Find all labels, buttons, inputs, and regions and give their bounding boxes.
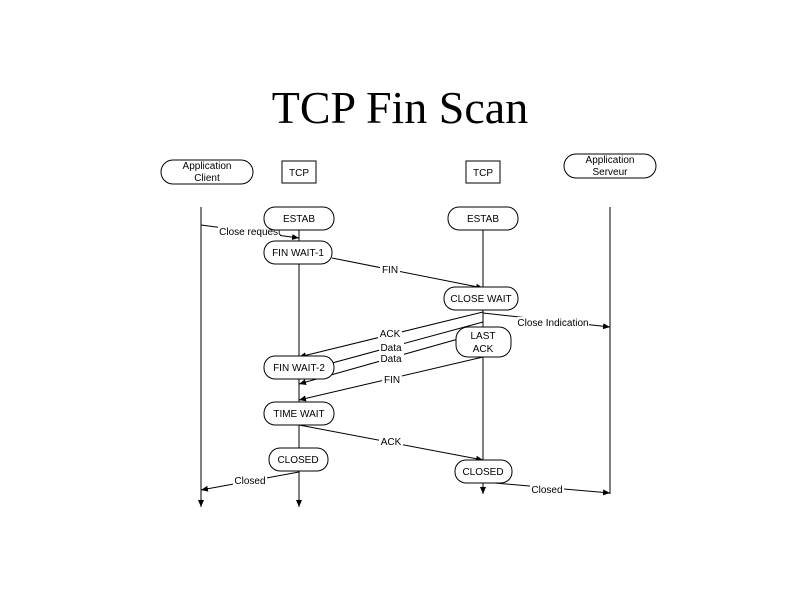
svg-text:Closed: Closed: [531, 485, 562, 496]
svg-text:Data: Data: [380, 354, 402, 365]
svg-text:FIN WAIT-2: FIN WAIT-2: [273, 363, 325, 374]
svg-text:Client: Client: [194, 173, 220, 184]
state-fin-wait-1: FIN WAIT-1: [263, 240, 333, 265]
svg-text:ACK: ACK: [380, 329, 401, 340]
message-fin-1: FIN: [331, 257, 484, 290]
svg-text:Closed: Closed: [234, 476, 265, 487]
svg-text:CLOSED: CLOSED: [462, 467, 503, 478]
svg-text:FIN: FIN: [384, 375, 400, 386]
message-fin-2: FIN: [298, 356, 484, 402]
message-close-request: Close request: [200, 224, 300, 241]
message-closed-client: Closed: [200, 471, 300, 492]
svg-text:Application: Application: [586, 155, 635, 166]
svg-text:FIN WAIT-1: FIN WAIT-1: [272, 248, 324, 259]
state-last-ack: LAST ACK: [455, 326, 512, 358]
svg-text:CLOSED: CLOSED: [277, 455, 318, 466]
slide-title: TCP Fin Scan: [271, 82, 529, 133]
message-ack-2: ACK: [298, 424, 484, 462]
svg-text:ESTAB: ESTAB: [467, 214, 499, 225]
message-closed-server: Closed: [482, 481, 611, 496]
svg-text:TCP: TCP: [473, 168, 493, 179]
svg-text:LAST: LAST: [470, 331, 495, 342]
svg-text:Close Indication: Close Indication: [517, 318, 588, 329]
message-close-indication: Close Indication: [482, 312, 611, 330]
svg-text:ACK: ACK: [473, 344, 494, 355]
svg-text:Serveur: Serveur: [592, 167, 628, 178]
svg-text:ACK: ACK: [381, 437, 402, 448]
svg-text:TIME WAIT: TIME WAIT: [273, 409, 324, 420]
svg-text:FIN: FIN: [382, 265, 398, 276]
svg-text:CLOSE WAIT: CLOSE WAIT: [450, 294, 511, 305]
state-fin-wait-2: FIN WAIT-2: [263, 355, 335, 380]
state-closed-left: CLOSED: [268, 447, 329, 472]
message-ack-1: ACK: [298, 311, 484, 359]
actor-application-server: Application Serveur: [563, 153, 657, 179]
state-close-wait: CLOSE WAIT: [443, 286, 519, 311]
state-estab-left: ESTAB: [263, 206, 335, 231]
actor-tcp-right: TCP: [465, 160, 501, 184]
state-closed-right: CLOSED: [454, 459, 513, 484]
svg-text:Data: Data: [380, 343, 402, 354]
actor-application-client: Application Client: [160, 159, 254, 185]
svg-text:ESTAB: ESTAB: [283, 214, 315, 225]
svg-text:Close request: Close request: [219, 227, 281, 238]
state-estab-right: ESTAB: [447, 206, 519, 231]
state-time-wait: TIME WAIT: [263, 401, 335, 426]
actor-tcp-left: TCP: [281, 160, 317, 184]
svg-text:TCP: TCP: [289, 168, 309, 179]
svg-text:Application: Application: [183, 161, 232, 172]
